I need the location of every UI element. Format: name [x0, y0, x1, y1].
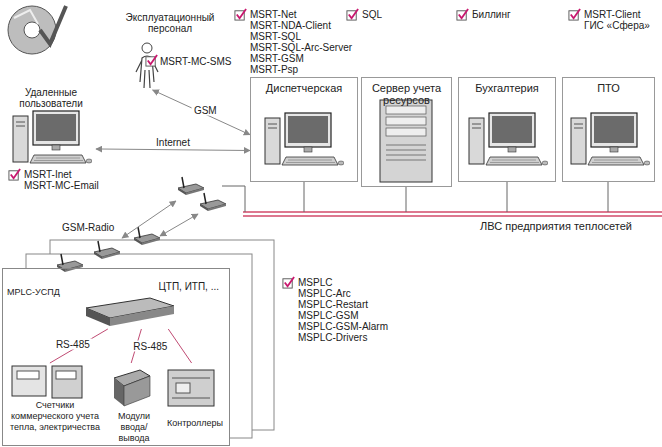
workstation-box: ПТО [562, 77, 655, 182]
node-text: Модули ввода/вывода [106, 411, 162, 444]
remote-users: Удаленные пользователи [6, 85, 96, 167]
workstation-box: Бухгалтерия [458, 77, 556, 182]
node-text: MPLC-УСПД [7, 287, 175, 298]
field-device: Контроллеры [161, 363, 229, 433]
node-text: Эксплуатационный персонал [116, 12, 224, 34]
check-label: MSRT-SQL-Arc-Server [250, 42, 352, 53]
link-arrow [153, 90, 250, 135]
check-label: MSPLC-GSM [298, 310, 359, 321]
workstation-box: Диспетчерская [250, 77, 358, 182]
node-text: Контроллеры [161, 418, 229, 429]
link-arrow [96, 149, 250, 151]
check-label: ГИС «Сфера» [584, 20, 650, 31]
box-title: Бухгалтерия [462, 82, 552, 94]
box-title: ПТО [566, 82, 651, 94]
check-label: SQL [362, 9, 382, 20]
site-panel: ЦТП, ИТП, ...MPLC-УСПД Счетчики коммерчес… [2, 268, 230, 446]
check-label: MSRT-NDA-Client [250, 20, 331, 31]
check-label: MSRT-Psp [250, 64, 298, 75]
link-label: GSM-Radio [62, 222, 114, 233]
check-label: MSPLC-GSM-Alarm [298, 321, 388, 332]
node-text: ЦТП, ИТП, ... [158, 281, 219, 292]
edge-label: RS-485 [131, 341, 169, 352]
node-text: Счетчики коммерческого учета тепла, элек… [4, 400, 106, 433]
check-label: MSPLC [298, 277, 332, 288]
staff-icon: Эксплуатационный персонал [108, 10, 232, 90]
workstation-box: Сервер учета ресурсов [361, 77, 452, 187]
check-label: MSRT-Net [250, 9, 297, 20]
field-device: Счетчики коммерческого учета тепла, элек… [4, 363, 106, 447]
edge-label: RS-485 [54, 339, 92, 350]
check-label: MSRT-SQL [250, 31, 301, 42]
check-label: MSPLC-Restart [298, 299, 368, 310]
edge-label: GSM [192, 105, 219, 116]
network-label: ЛВС предприятия теплосетей [480, 221, 632, 232]
field-device: Модули ввода/вывода [106, 363, 162, 444]
check-label: MSRT-GSM [250, 53, 304, 64]
edge-label: Internet [154, 136, 192, 147]
box-title: Диспетчерская [254, 82, 354, 94]
check-label: Биллинг [472, 9, 511, 20]
rs485-wire [168, 329, 191, 363]
rs485-wire [50, 329, 108, 363]
node-text: Удаленные пользователи [14, 87, 88, 109]
check-label: MSPLC-Arc [298, 288, 351, 299]
check-label: MSRT-Client [584, 9, 641, 20]
box-title: Сервер учета ресурсов [365, 82, 448, 106]
check-label: MSRT-MC-Email [24, 180, 99, 191]
check-label: MSRT-Inet [24, 169, 72, 180]
check-label: MSRT-MC-SMS [160, 56, 231, 67]
check-label: MSPLC-Drivers [298, 332, 367, 343]
uspd-device: MPLC-УСПД [7, 285, 175, 329]
